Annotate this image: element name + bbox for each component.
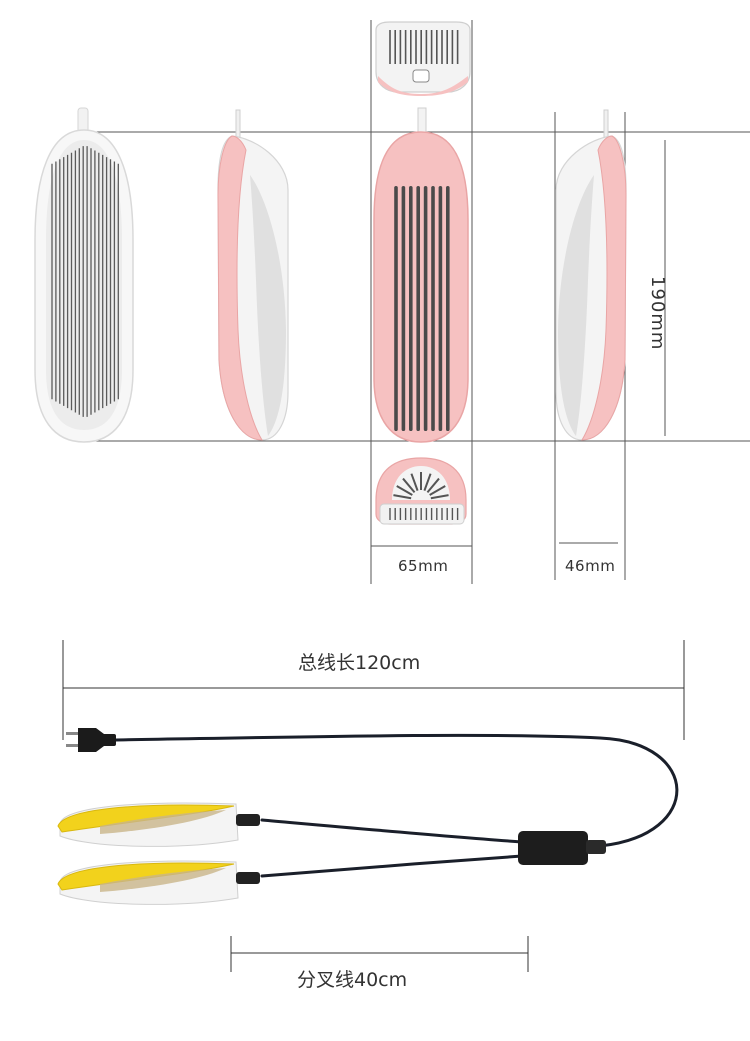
right-side-cord-stub (603, 109, 609, 139)
top-view-cord-port (412, 69, 430, 83)
power-cable (110, 733, 679, 878)
bottom-vent (430, 494, 449, 500)
back-view-slots (51, 146, 119, 417)
branch-cable-upper (260, 818, 524, 844)
right-side-pink-face (581, 135, 627, 441)
front-slot (431, 186, 435, 431)
dryer-unit-upper (57, 802, 260, 847)
splitter-strain-relief (586, 840, 606, 854)
main-cable (110, 733, 679, 848)
left-side-view (217, 109, 289, 441)
depth-dimension-label: 46mm (565, 557, 616, 575)
back-view (34, 107, 134, 443)
left-side-pink-face (217, 135, 263, 441)
plug-prong-top (66, 732, 80, 735)
power-plug (66, 728, 116, 752)
front-slot (409, 186, 413, 431)
front-slot (446, 186, 450, 431)
bottom-vent (402, 477, 416, 493)
bottom-view-base (379, 503, 465, 525)
front-slot (438, 186, 443, 431)
right-side-view (555, 109, 627, 441)
total-length-label: 总线长120cm (298, 652, 421, 674)
cable-dimension-lines (62, 640, 685, 972)
top-view (375, 21, 471, 96)
top-view-pink-rim (378, 76, 468, 96)
dryer-cable-sleeve (236, 872, 260, 884)
bottom-view-vents (393, 472, 449, 500)
left-side-shadow (250, 175, 286, 436)
front-view-slots (394, 186, 450, 431)
bottom-vent (396, 485, 413, 496)
bottom-view-base-slots (389, 508, 459, 520)
dryer-cable-sleeve (236, 814, 260, 826)
front-view-body (373, 131, 469, 443)
front-slot (394, 186, 398, 431)
fork-length-label: 分叉线40cm (297, 969, 408, 991)
width-dimension-label: 65mm (398, 557, 449, 575)
dryer-vent-window (100, 868, 226, 892)
dryer-unit-lower (57, 860, 260, 905)
right-side-shadow (558, 175, 594, 436)
top-view-vents (389, 30, 459, 64)
plug-strain-relief (102, 734, 116, 746)
bottom-view (375, 457, 467, 525)
front-view (373, 107, 469, 443)
plug-prong-bottom (66, 744, 80, 747)
front-slot (416, 186, 420, 431)
left-side-cord-stub (235, 109, 241, 139)
dryer-vent-window (100, 810, 226, 834)
bottom-vent (410, 473, 419, 491)
dimension-lines (78, 20, 750, 584)
bottom-vent (426, 477, 440, 493)
branch-cable-lower (260, 854, 524, 878)
plug-head (78, 728, 104, 752)
front-slot (401, 186, 406, 431)
bottom-vent (423, 473, 432, 491)
height-dimension-label: 190mm (647, 276, 668, 351)
cable-splitter (518, 831, 606, 865)
front-slot (423, 186, 428, 431)
bottom-vent (393, 494, 412, 500)
bottom-vent (429, 485, 446, 496)
splitter-box (518, 831, 588, 865)
